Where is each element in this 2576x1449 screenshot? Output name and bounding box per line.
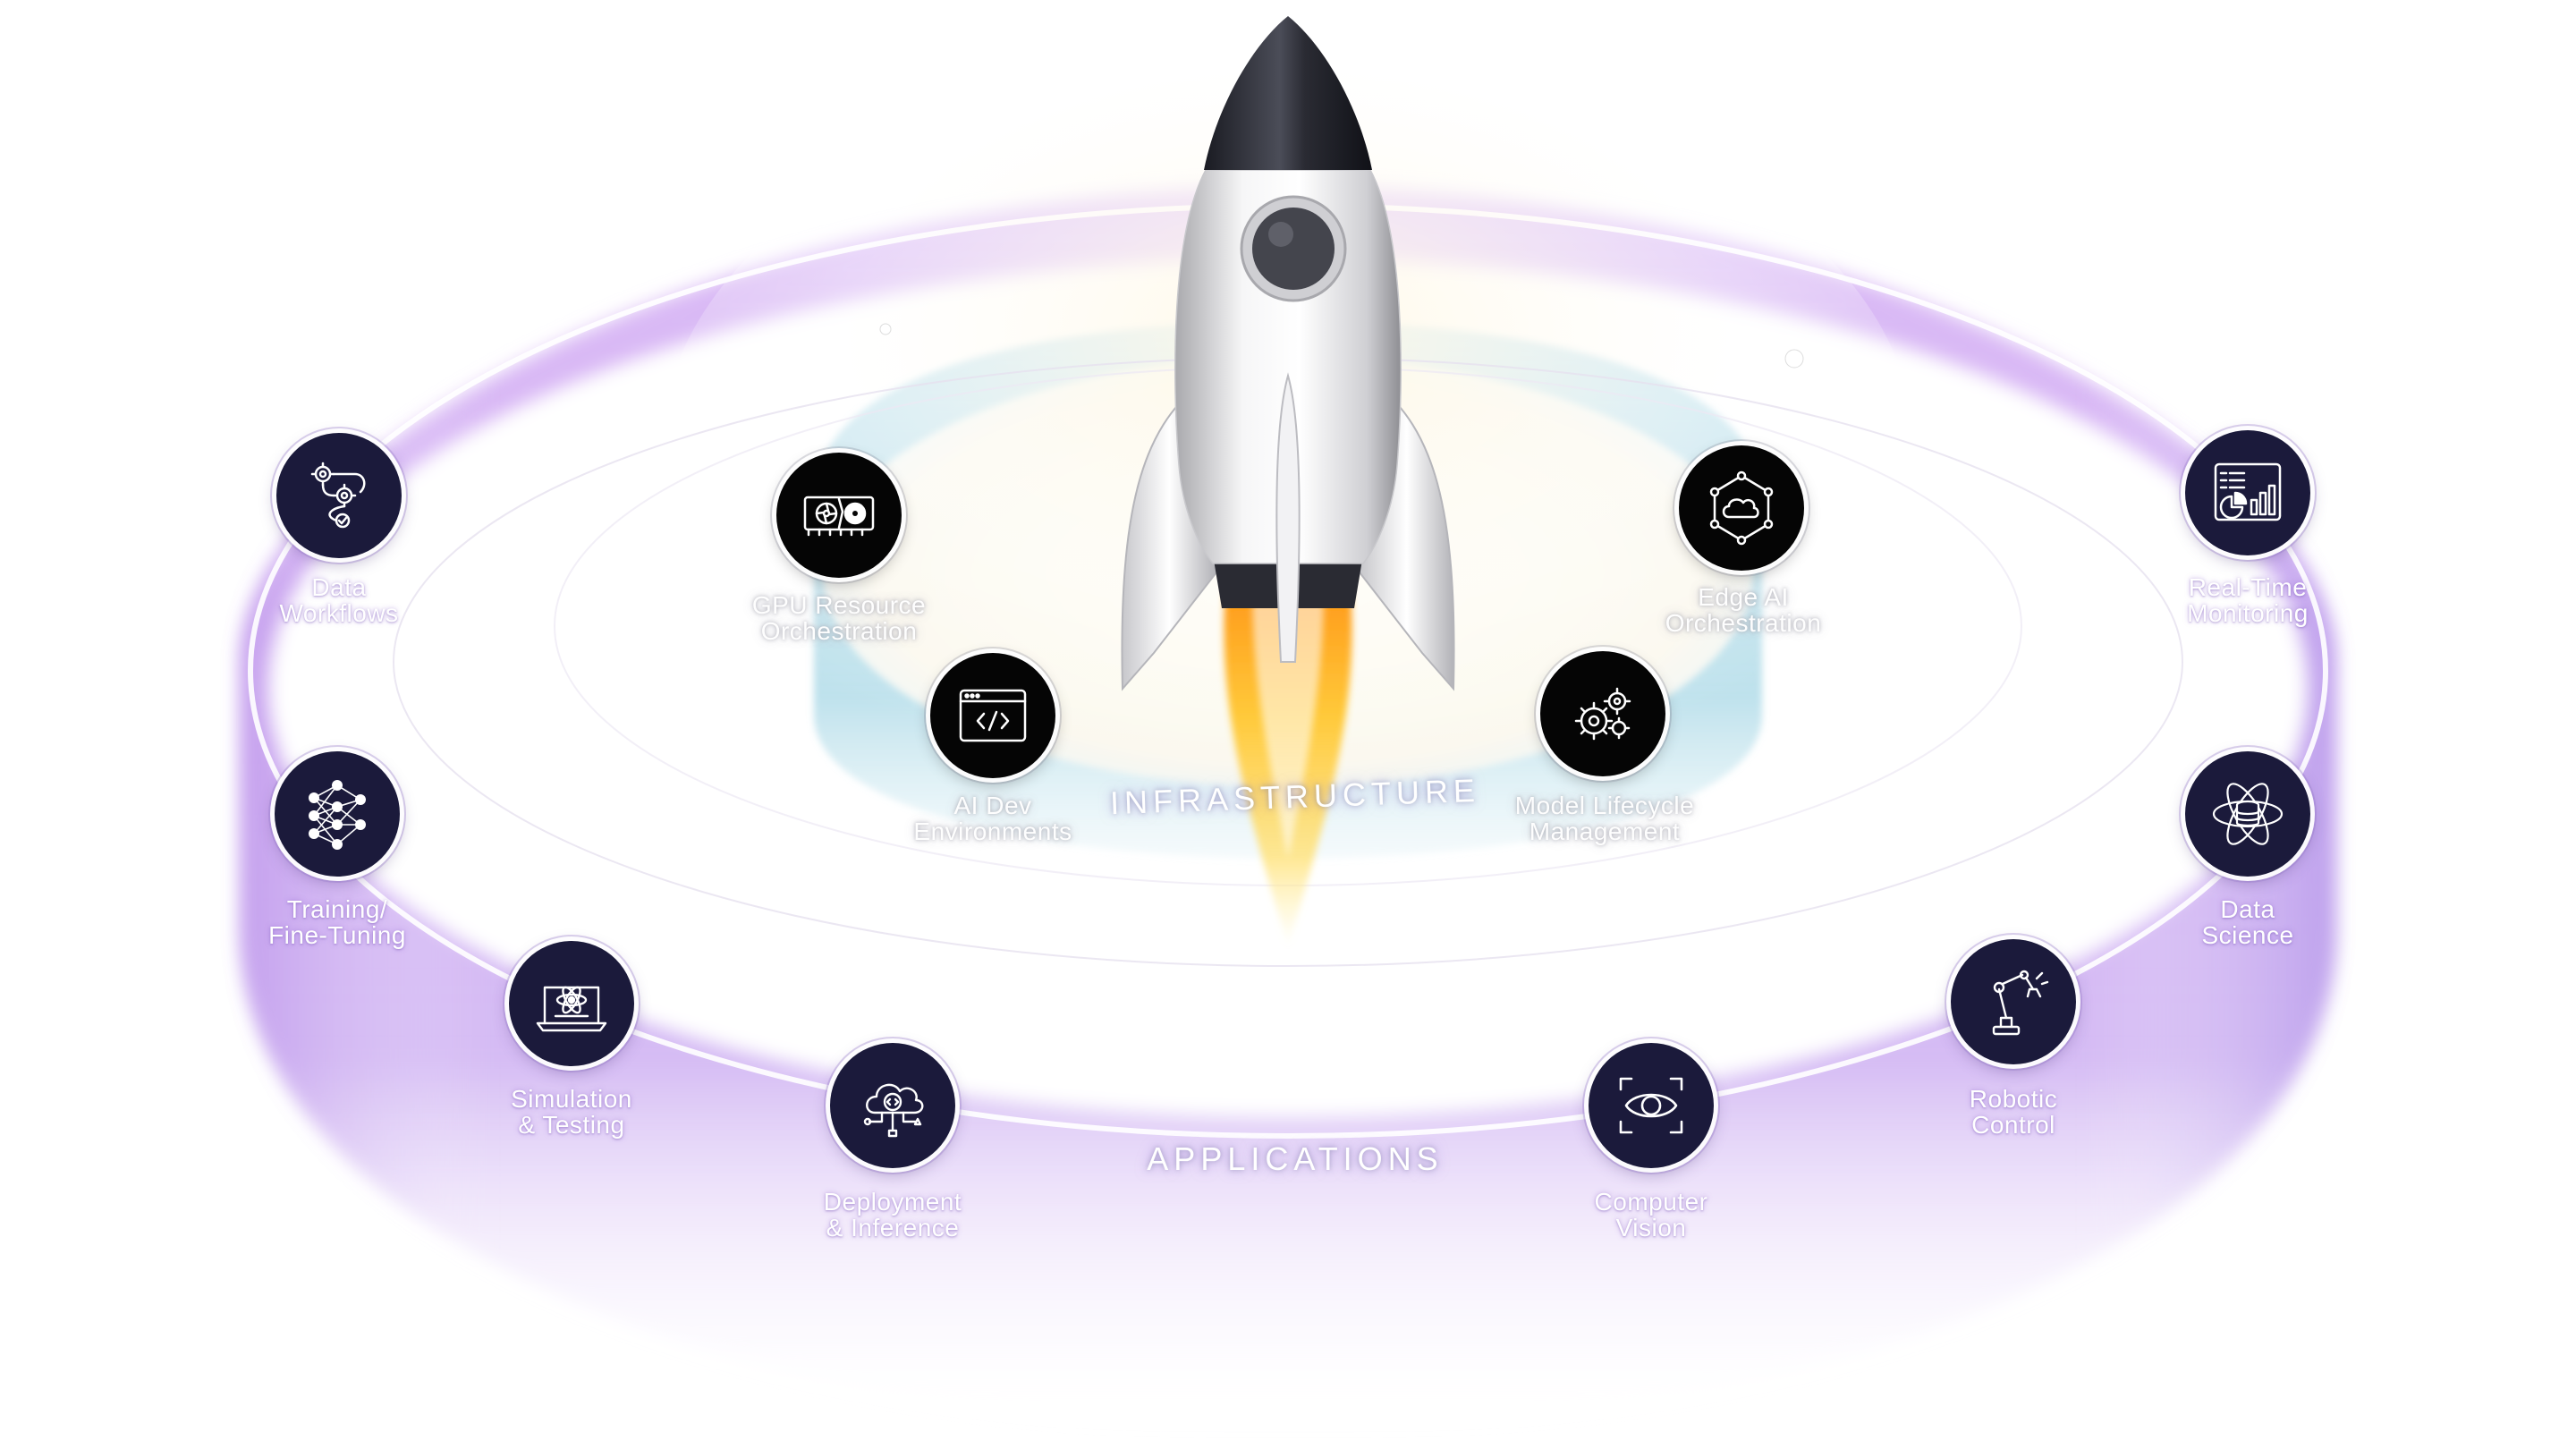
neural-network-icon [309, 780, 366, 850]
edge-ai-orchestration-label: Edge AI Orchestration [1665, 583, 1822, 637]
training-fine-tuning-node[interactable] [275, 751, 400, 877]
workflow-gears-icon [310, 462, 366, 529]
deployment-inference-label: Deployment & Inference [823, 1188, 962, 1241]
cloud-code-icon [863, 1083, 924, 1138]
model-lifecycle-management-node[interactable] [1540, 651, 1665, 776]
laptop-atom-icon [536, 986, 607, 1032]
training-fine-tuning-label: Training/ Fine-Tuning [268, 895, 406, 949]
robotic-control-label: Robotic Control [1969, 1085, 2058, 1139]
real-time-monitoring-node[interactable] [2185, 430, 2310, 555]
model-lifecycle-management-label: Model Lifecycle Management [1514, 792, 1695, 845]
data-science-label: Data Science [2201, 895, 2294, 949]
rocket-illustration [1121, 16, 1455, 948]
ai-dev-environments-label: AI Dev Environments [913, 792, 1072, 845]
gpu-resource-orchestration-label: GPU Resource Orchestration [751, 591, 927, 645]
gears-icon [1574, 687, 1631, 741]
data-workflows-node[interactable] [276, 433, 402, 558]
data-science-node[interactable] [2185, 751, 2310, 877]
real-time-monitoring-label: Real-Time Monitoring [2187, 573, 2309, 627]
robotic-control-node[interactable] [1951, 939, 2076, 1064]
data-workflows-label: Data Workflows [279, 573, 399, 627]
robot-arm-icon [1992, 970, 2049, 1036]
cloud-network-icon [1709, 470, 1774, 546]
gpu-resource-orchestration-node[interactable] [776, 453, 902, 578]
computer-vision-label: Computer Vision [1594, 1188, 1708, 1241]
database-atom-icon [2212, 783, 2284, 845]
code-window-icon [959, 689, 1027, 742]
applications-ring-title: APPLICATIONS [1147, 1140, 1444, 1177]
simulation-testing-node[interactable] [509, 941, 634, 1066]
dashboard-chart-icon [2214, 462, 2282, 521]
eye-scan-icon [1619, 1077, 1683, 1134]
deployment-inference-node[interactable] [830, 1043, 955, 1168]
ai-dev-environments-node[interactable] [930, 653, 1055, 778]
gpu-card-icon [803, 496, 875, 537]
edge-ai-orchestration-node[interactable] [1679, 445, 1804, 571]
simulation-testing-label: Simulation & Testing [511, 1085, 632, 1139]
computer-vision-node[interactable] [1589, 1043, 1714, 1168]
